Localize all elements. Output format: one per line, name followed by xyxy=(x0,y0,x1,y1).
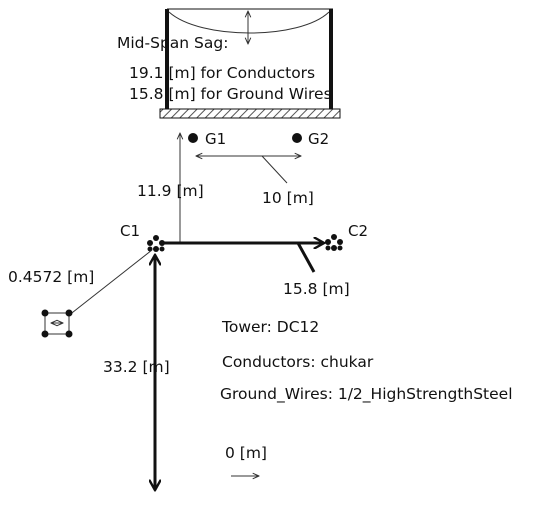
sag-catenary xyxy=(168,11,330,34)
label-c2: C2 xyxy=(348,222,368,240)
ground-spacing-leader xyxy=(261,155,288,184)
conductor-spacing-label: 15.8 [m] xyxy=(283,280,350,298)
ground-wire-type: Ground_Wires: 1/2_HighStrengthSteel xyxy=(220,385,513,404)
sag-left-post xyxy=(165,9,169,109)
bundle-spacing-label: 0.4572 [m] xyxy=(8,268,94,286)
bundle-detail-icon xyxy=(41,309,73,338)
ground-wire-g1 xyxy=(188,133,198,143)
tower-name: Tower: DC12 xyxy=(221,318,319,336)
sag-title: Mid-Span Sag: xyxy=(117,34,228,52)
ground-strip xyxy=(159,108,341,119)
sag-ground-wires: 15.8 [m] for Ground Wires xyxy=(129,85,332,103)
conductor-type: Conductors: chukar xyxy=(222,353,374,371)
conductor-bundle-c2 xyxy=(325,234,343,251)
bundle-leader xyxy=(67,249,153,317)
ground-spacing-label: 10 [m] xyxy=(262,189,314,207)
conductor-spacing-leader xyxy=(296,242,316,273)
conductor-height-label: 33.2 [m] xyxy=(103,358,170,376)
ground-wire-g2 xyxy=(292,133,302,143)
scale-label: 0 [m] xyxy=(225,444,267,462)
label-c1: C1 xyxy=(120,222,140,240)
sag-conductors: 19.1 [m] for Conductors xyxy=(129,64,315,82)
sag-inset xyxy=(159,8,341,119)
label-g2: G2 xyxy=(308,130,329,148)
ground-height-label: 11.9 [m] xyxy=(137,182,204,200)
sag-right-post xyxy=(329,9,333,109)
label-g1: G1 xyxy=(205,130,226,148)
